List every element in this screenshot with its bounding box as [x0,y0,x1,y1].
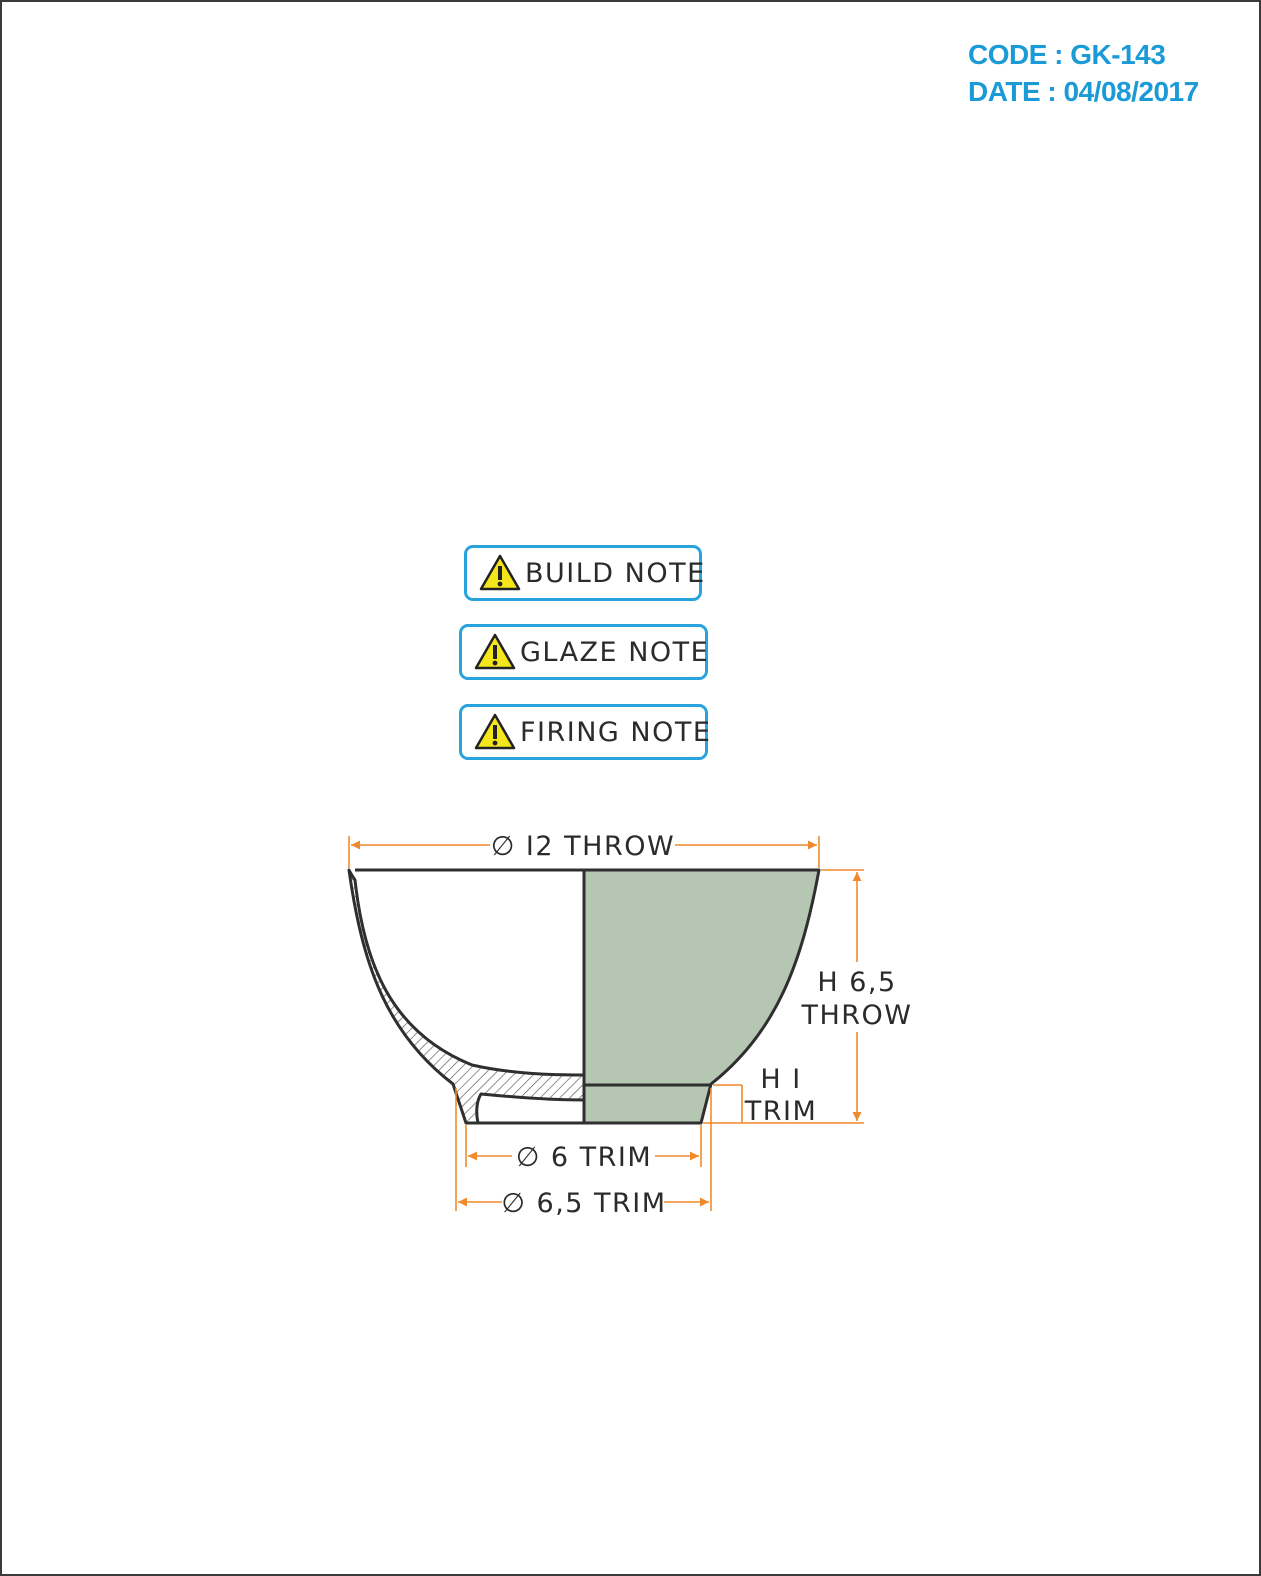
height-label-line1: H 6,5 [817,967,896,998]
rim-diameter-label: ∅ I2 THROW [491,831,675,862]
foot-height-label-line2: TRIM [744,1096,818,1127]
product-code: CODE : GK-143 [968,39,1166,70]
bowl-exterior-half [582,868,821,1125]
bowl-section-wall [347,868,586,1125]
firing-note-label: FIRING NOTE [520,716,712,748]
firing-note-button[interactable]: FIRING NOTE [459,704,712,760]
warning-icon [474,713,516,750]
height-label-line2: THROW [800,1000,912,1031]
build-note-label: BUILD NOTE [525,557,706,589]
glaze-note-label: GLAZE NOTE [520,636,710,668]
inner-foot-diameter-label: ∅ 6 TRIM [516,1142,652,1173]
glaze-note-button[interactable]: GLAZE NOTE [459,624,708,680]
warning-icon [479,554,521,591]
foot-height-label-line1: H I [760,1064,801,1095]
warning-icon [474,633,516,670]
header-info: CODE : GK-143 DATE : 04/08/2017 [968,36,1199,110]
drawing-date: DATE : 04/08/2017 [968,76,1199,107]
build-note-button[interactable]: BUILD NOTE [464,545,704,601]
bowl-interior-outline [355,868,586,1075]
outer-foot-diameter-label: ∅ 6,5 TRIM [501,1188,666,1219]
